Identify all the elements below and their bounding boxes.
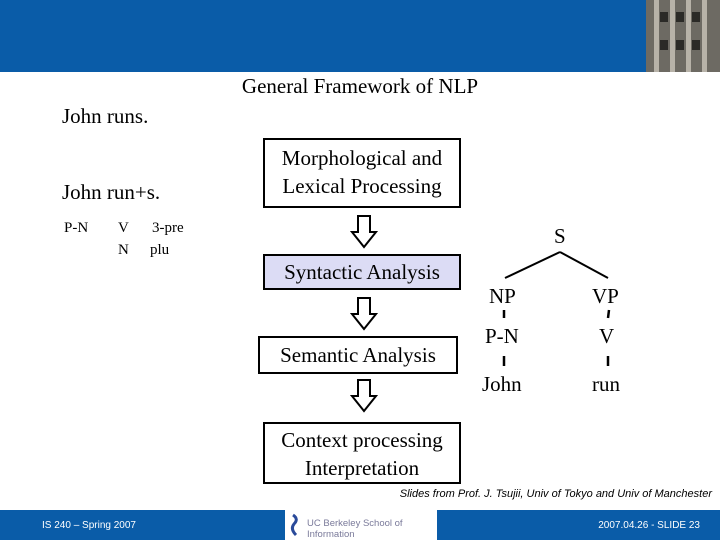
- semantic-label: Semantic Analysis: [280, 343, 436, 367]
- down-arrow-icon: [349, 379, 379, 413]
- tag-3pre: 3-pre: [152, 220, 184, 236]
- tree-node-np: NP: [489, 284, 516, 308]
- school-logo: UC Berkeley School of Information: [285, 510, 437, 540]
- context-line1: Context processing: [281, 428, 443, 452]
- down-arrow-icon: [349, 215, 379, 249]
- header-bar: [0, 0, 720, 72]
- semantic-box: Semantic Analysis: [258, 336, 458, 374]
- tree-node-pn: P-N: [485, 324, 519, 348]
- tree-node-run: run: [592, 372, 620, 396]
- tag-n: N: [118, 242, 129, 258]
- down-arrow-icon: [349, 297, 379, 331]
- tag-v: V: [118, 220, 129, 236]
- parse-tree: S NP VP P-N V John run: [460, 220, 660, 410]
- tree-node-v: V: [599, 324, 615, 348]
- building-photo: [646, 0, 720, 72]
- syntactic-box: Syntactic Analysis: [263, 254, 461, 290]
- morphological-line2: Lexical Processing: [282, 174, 442, 198]
- logo-text: UC Berkeley School of Information: [307, 518, 403, 540]
- slide-title: General Framework of NLP: [241, 74, 479, 98]
- slide-number: 2007.04.26 - SLIDE 23: [598, 520, 700, 531]
- logo-mark-icon: [290, 513, 298, 537]
- tree-node-s: S: [554, 224, 566, 248]
- tree-node-vp: VP: [592, 284, 619, 308]
- tag-pn: P-N: [64, 220, 89, 236]
- syntactic-label: Syntactic Analysis: [284, 260, 440, 284]
- credit-note: Slides from Prof. J. Tsujii, Univ of Tok…: [399, 488, 712, 500]
- footer-bar: IS 240 – Spring 2007 UC Berkeley School …: [0, 510, 720, 540]
- course-label: IS 240 – Spring 2007: [42, 520, 136, 531]
- tree-node-john: John: [482, 372, 522, 396]
- context-line2: Interpretation: [304, 456, 420, 480]
- context-box: Context processing Interpretation: [263, 422, 461, 484]
- morphological-box: Morphological and Lexical Processing: [263, 138, 461, 208]
- morphological-line1: Morphological and: [281, 146, 443, 170]
- morph-analysis: John run+s.: [62, 180, 161, 204]
- tag-plu: plu: [150, 242, 170, 258]
- parse-tree-edges: [502, 251, 611, 366]
- example-sentence: John runs.: [62, 104, 149, 128]
